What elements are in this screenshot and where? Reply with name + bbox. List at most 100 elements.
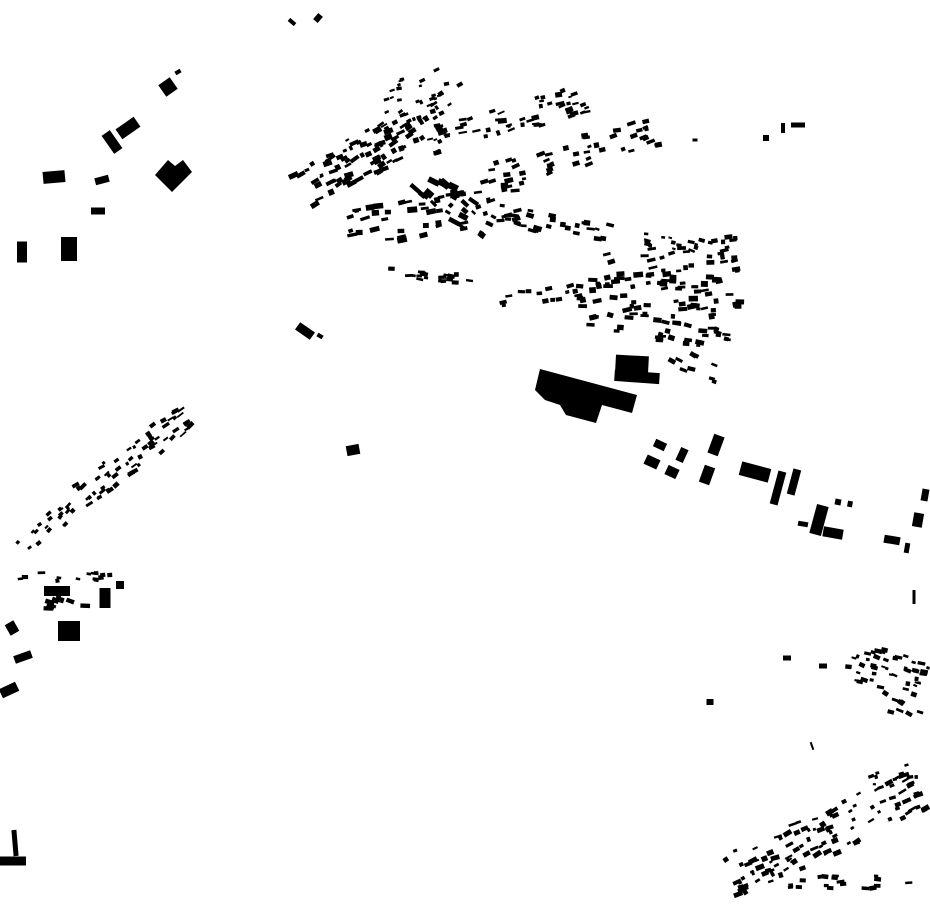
small-building: [483, 134, 489, 139]
small-building: [574, 293, 583, 298]
small-building: [388, 266, 395, 271]
small-building: [422, 222, 429, 229]
small-building: [21, 575, 29, 580]
small-building: [423, 187, 435, 199]
small-building: [914, 791, 924, 799]
small-building: [381, 217, 389, 222]
small-building: [75, 485, 82, 492]
small-building: [693, 289, 702, 294]
small-building: [707, 240, 713, 245]
small-building: [505, 157, 513, 163]
small-building: [653, 317, 662, 323]
small-building: [722, 332, 731, 337]
small-building: [347, 228, 354, 234]
small-building: [517, 289, 526, 294]
small-building: [520, 122, 525, 128]
small-building: [103, 470, 110, 477]
small-building: [80, 603, 91, 609]
small-building: [897, 698, 905, 707]
small-building: [355, 139, 362, 146]
building: [94, 174, 110, 186]
building: [883, 534, 901, 546]
small-building: [149, 436, 155, 442]
small-building: [457, 211, 469, 222]
small-building: [711, 379, 717, 385]
small-building: [735, 299, 745, 305]
small-building: [471, 209, 477, 215]
small-building: [444, 209, 451, 215]
building: [652, 438, 668, 452]
small-building: [98, 488, 107, 495]
small-building: [706, 254, 713, 259]
small-building: [447, 202, 454, 209]
building: [158, 77, 178, 97]
small-building: [588, 313, 598, 321]
small-building: [572, 101, 579, 106]
small-building: [93, 571, 99, 575]
small-building: [555, 100, 565, 107]
small-building: [425, 208, 437, 216]
small-building: [624, 315, 634, 320]
building: [912, 590, 916, 604]
small-building: [588, 277, 598, 283]
small-building: [829, 806, 839, 814]
small-building: [396, 98, 402, 102]
small-building: [335, 176, 344, 185]
small-building: [550, 297, 556, 302]
small-building: [546, 101, 553, 106]
small-building: [141, 444, 149, 451]
building: [101, 130, 123, 154]
small-building: [62, 521, 68, 527]
small-building: [429, 108, 436, 115]
small-building: [616, 276, 625, 281]
small-building: [69, 507, 76, 514]
small-building: [417, 191, 425, 199]
small-building: [592, 297, 602, 304]
small-building: [822, 847, 833, 856]
small-building: [182, 420, 190, 427]
small-building: [309, 160, 316, 167]
small-building: [881, 650, 886, 655]
small-building: [389, 95, 394, 100]
small-building: [504, 177, 514, 184]
small-building: [349, 139, 360, 147]
small-building: [400, 112, 409, 118]
small-building: [792, 846, 801, 854]
small-building: [802, 850, 811, 858]
building: [115, 116, 141, 140]
small-building: [861, 886, 870, 891]
small-building: [816, 826, 826, 834]
small-building: [485, 127, 491, 133]
small-building: [545, 170, 553, 177]
building: [763, 135, 769, 141]
small-building: [867, 817, 875, 824]
building: [786, 468, 802, 496]
small-building: [852, 803, 857, 808]
small-building: [832, 874, 839, 878]
small-building: [527, 208, 534, 213]
small-building: [595, 282, 603, 290]
small-building: [818, 820, 827, 829]
small-building: [899, 814, 907, 822]
building: [781, 123, 785, 133]
small-building: [369, 158, 379, 166]
small-building: [499, 299, 508, 305]
small-building: [341, 176, 352, 186]
small-building: [44, 598, 55, 606]
small-building: [438, 278, 444, 283]
small-building: [349, 154, 360, 164]
small-building: [659, 255, 665, 260]
small-building: [898, 771, 905, 777]
small-building: [564, 105, 574, 114]
small-building: [612, 127, 622, 133]
small-building: [488, 178, 497, 184]
small-building: [497, 117, 507, 124]
small-building: [56, 576, 62, 580]
small-building: [675, 286, 683, 291]
small-building: [860, 676, 869, 684]
small-building: [741, 888, 749, 896]
small-building: [490, 214, 497, 220]
small-building: [388, 138, 399, 148]
small-building: [409, 182, 422, 194]
small-building: [782, 829, 793, 838]
